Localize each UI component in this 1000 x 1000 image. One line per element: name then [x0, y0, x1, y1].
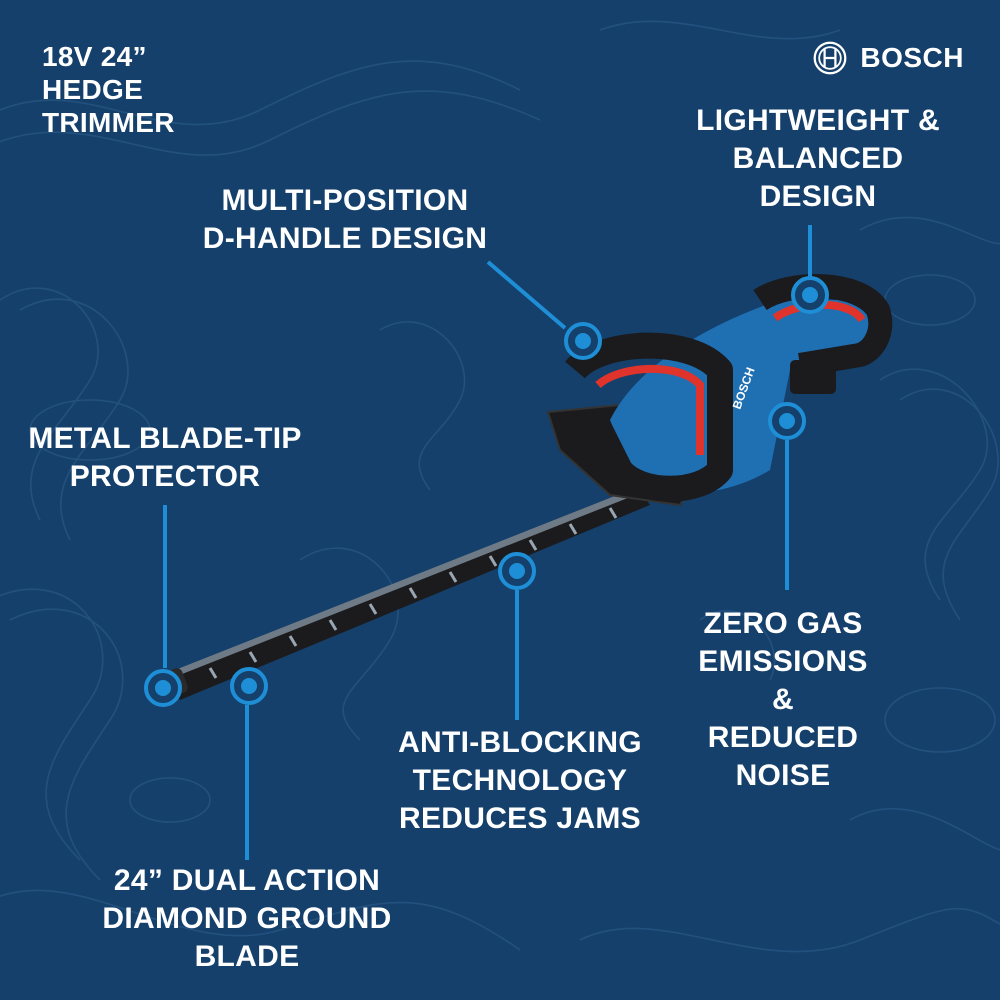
- callout-markers: [144, 276, 829, 707]
- feature-line: ANTI-BLOCKING: [398, 726, 642, 759]
- product-title-line: HEDGE: [42, 74, 144, 105]
- brand-lockup: BOSCH: [812, 40, 964, 76]
- feature-blade-tip: METAL BLADE-TIP PROTECTOR: [10, 420, 320, 496]
- feature-line: &: [772, 683, 794, 716]
- feature-dual-action: 24” DUAL ACTION DIAMOND GROUND BLADE: [72, 862, 422, 976]
- feature-line: REDUCED: [707, 721, 859, 754]
- product-title-line: 18V 24”: [42, 41, 147, 72]
- feature-line: BLADE: [194, 940, 300, 973]
- feature-line: MULTI-POSITION: [221, 184, 469, 217]
- product-title-line: TRIMMER: [42, 107, 175, 138]
- feature-line: LIGHTWEIGHT &: [696, 104, 940, 137]
- feature-line: EMISSIONS: [698, 645, 868, 678]
- motor-housing: [610, 300, 877, 493]
- feature-line: ZERO GAS: [703, 607, 863, 640]
- feature-lightweight: LIGHTWEIGHT & BALANCED DESIGN: [668, 102, 968, 216]
- feature-line: BALANCED: [732, 142, 904, 175]
- feature-line: D-HANDLE DESIGN: [202, 222, 488, 255]
- bosch-armature-logo-icon: [813, 41, 847, 75]
- feature-line: METAL BLADE-TIP: [28, 422, 302, 455]
- callout-line-handle: [486, 260, 567, 330]
- feature-line: DESIGN: [759, 180, 877, 213]
- feature-anti-blocking: ANTI-BLOCKING TECHNOLOGY REDUCES JAMS: [370, 724, 670, 838]
- feature-line: DIAMOND GROUND: [102, 902, 392, 935]
- brand-name: BOSCH: [860, 42, 964, 73]
- feature-line: NOISE: [735, 759, 831, 792]
- feature-line: 24” DUAL ACTION: [113, 864, 381, 897]
- feature-line: PROTECTOR: [69, 460, 261, 493]
- feature-line: REDUCES JAMS: [399, 802, 641, 835]
- rear-handle: [753, 274, 893, 377]
- feature-zero-gas: ZERO GAS EMISSIONS & REDUCED NOISE: [668, 605, 898, 795]
- feature-line: TECHNOLOGY: [412, 764, 628, 797]
- battery-pack: [790, 360, 836, 394]
- feature-handle: MULTI-POSITION D-HANDLE DESIGN: [180, 182, 510, 258]
- product-title: 18V 24” HEDGE TRIMMER: [42, 40, 175, 139]
- d-handle: [565, 332, 733, 502]
- blade: [160, 488, 650, 700]
